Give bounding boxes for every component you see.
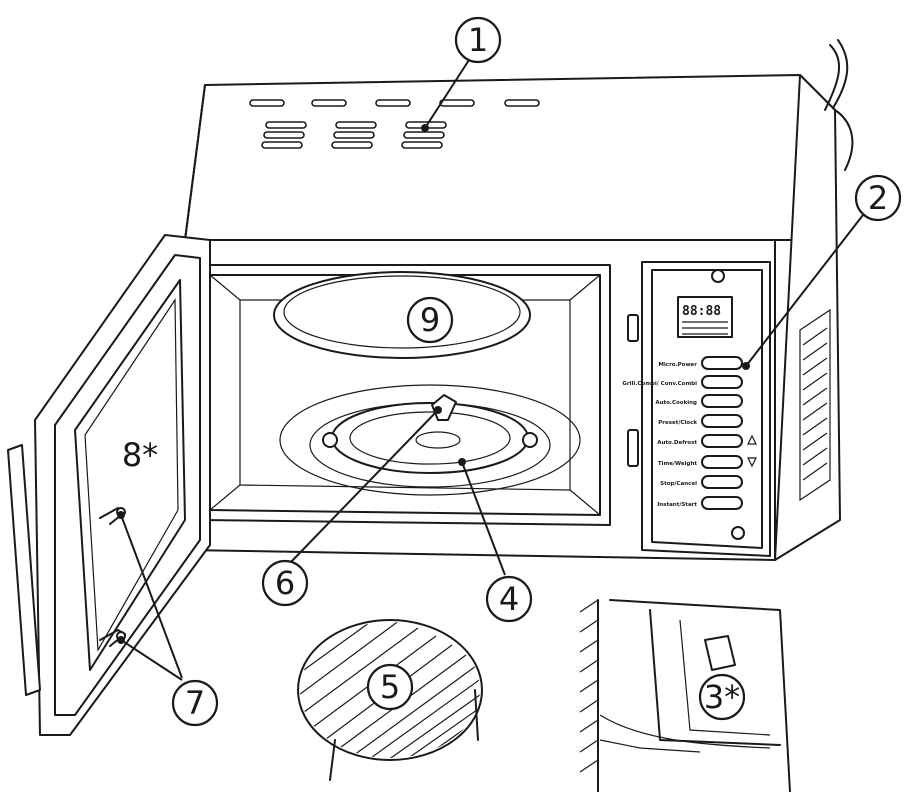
button-grill-combi[interactable] <box>701 375 743 389</box>
label-instant-start: Instant/Start <box>657 502 697 508</box>
button-preset-clock[interactable] <box>701 414 743 428</box>
top-vents <box>249 99 540 149</box>
label-stop-cancel: Stop/Cancel <box>660 481 697 487</box>
callout-7-label: 7 <box>185 684 205 722</box>
down-arrow-icon <box>747 457 757 468</box>
label-auto-cooking: Auto.Cooking <box>655 400 697 406</box>
button-micro-power[interactable] <box>701 356 743 370</box>
grill-heater <box>273 271 531 359</box>
door-latch-slot-upper <box>627 314 639 342</box>
roller-ring <box>331 402 529 474</box>
callout-9-label: 9 <box>420 301 440 339</box>
button-stop-cancel[interactable] <box>701 475 743 489</box>
callout-1: 1 <box>454 16 502 64</box>
callout-5-label: 5 <box>380 668 400 706</box>
door-latch-slot-lower <box>627 429 639 467</box>
side-vents <box>799 308 831 502</box>
label-time-weight: Time/Weight <box>658 461 697 467</box>
display-digits: 88:88 <box>682 304 721 319</box>
label-micro-power: Micro.Power <box>658 362 697 368</box>
callout-4: 4 <box>485 575 533 623</box>
panel-screw-top <box>711 269 725 283</box>
label-grill-combi: Grill.Combi/ Conv.Combi <box>622 381 697 387</box>
inset-detail <box>579 599 791 792</box>
callout-2: 2 <box>854 174 902 222</box>
callout-7: 7 <box>171 679 219 727</box>
door-window <box>74 279 186 671</box>
callout-8: 8* <box>122 436 158 474</box>
waveguide-cover <box>704 635 736 671</box>
power-cord <box>824 39 849 111</box>
button-instant-start[interactable] <box>701 496 743 510</box>
callout-4-label: 4 <box>499 580 519 618</box>
up-arrow-icon <box>747 434 757 445</box>
callout-8-label: 8* <box>122 436 158 474</box>
callout-2-label: 2 <box>868 179 888 217</box>
callout-3: 3* <box>698 673 746 721</box>
button-time-weight[interactable] <box>701 455 743 469</box>
panel-buttons: Micro.Power Grill.Combi/ Conv.Combi Auto… <box>622 356 757 510</box>
label-preset-clock: Preset/Clock <box>658 420 697 426</box>
door <box>7 234 211 736</box>
panel-screw-bottom <box>731 526 745 540</box>
inset-hatching <box>579 599 599 773</box>
callout-5: 5 <box>366 663 414 711</box>
door-frame <box>34 234 211 736</box>
display-window: 88:88 <box>677 296 733 338</box>
button-auto-cooking[interactable] <box>701 394 743 408</box>
control-panel: 88:88 Micro.Power Grill.Combi/ Conv.Comb… <box>622 261 771 557</box>
door-handle[interactable] <box>7 444 41 696</box>
button-auto-defrost[interactable] <box>701 434 743 448</box>
label-auto-defrost: Auto.Defrost <box>657 440 697 446</box>
callout-9: 9 <box>406 296 454 344</box>
callout-6: 6 <box>261 559 309 607</box>
leader-lines <box>117 59 864 681</box>
callout-3-label: 3* <box>704 678 740 716</box>
callout-6-label: 6 <box>275 564 295 602</box>
callout-1-label: 1 <box>468 21 488 59</box>
cabinet-right-side <box>774 74 841 561</box>
